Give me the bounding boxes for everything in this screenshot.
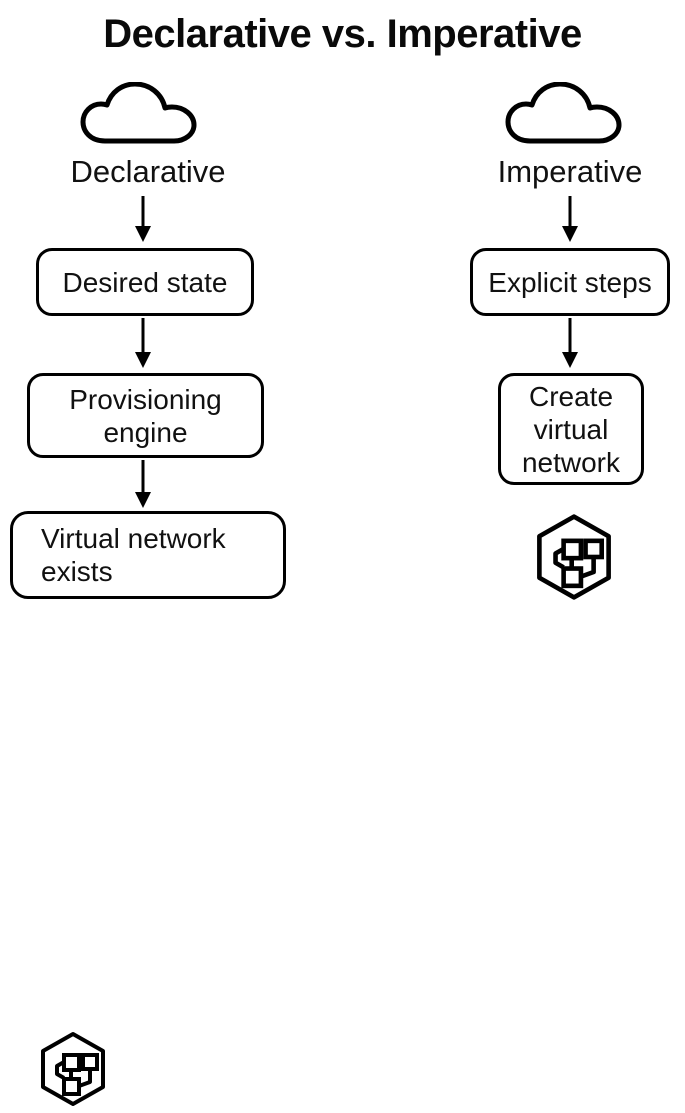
virtual-network-hexagon-icon <box>37 1030 109 1113</box>
node-virtual-network-exists-label: Virtual network exists <box>41 523 226 587</box>
node-provisioning-engine[interactable]: Provisioning engine <box>27 373 264 458</box>
cloud-icon-declarative <box>80 81 200 149</box>
arrow-provisioning-engine-to-virtual-network-exists <box>131 460 155 515</box>
arrow-desired-state-to-provisioning-engine <box>131 318 155 375</box>
column-label-declarative: Declarative <box>70 154 226 189</box>
column-label-imperative: Imperative <box>497 154 643 189</box>
node-virtual-network-exists[interactable]: Virtual network exists <box>10 511 286 1106</box>
cloud-icon-imperative <box>505 81 625 149</box>
node-provisioning-engine-label: Provisioning engine <box>69 383 222 448</box>
node-desired-state-label: Desired state <box>62 266 228 298</box>
diagram-canvas: Declarative vs. Imperative Declarative D… <box>10 12 670 1106</box>
arrow-explicit-steps-to-create-virtual-network <box>558 318 582 375</box>
node-create-virtual-network[interactable]: Create virtual network <box>498 373 644 485</box>
virtual-network-hexagon-icon-imperative <box>532 512 616 607</box>
arrow-imperative-to-explicit-steps <box>558 196 582 249</box>
node-desired-state[interactable]: Desired state <box>36 248 254 316</box>
node-create-virtual-network-label: Create virtual network <box>521 380 621 478</box>
arrow-declarative-to-desired-state <box>131 196 155 249</box>
node-explicit-steps-label: Explicit steps <box>488 266 652 298</box>
node-explicit-steps[interactable]: Explicit steps <box>470 248 670 316</box>
page-title: Declarative vs. Imperative <box>103 12 582 56</box>
